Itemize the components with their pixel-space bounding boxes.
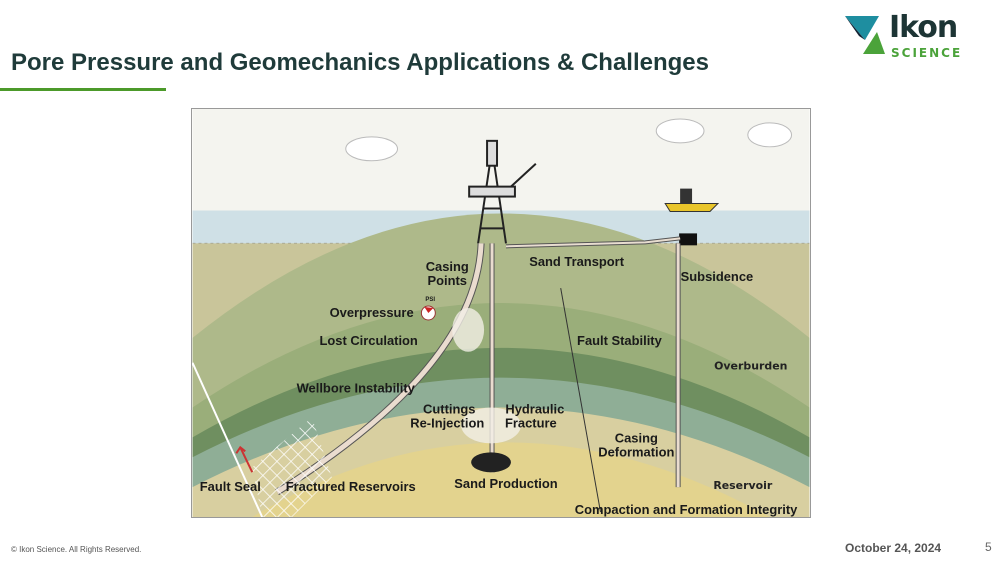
label-overpressure: Overpressure [330, 305, 414, 320]
label-casing-deformation-2: Deformation [598, 444, 674, 459]
label-cuttings-2: Re-Injection [410, 415, 484, 430]
label-hydraulic-2: Fracture [505, 415, 557, 430]
label-casing-deformation-1: Casing [615, 430, 658, 445]
logo-triangle-icon [845, 16, 885, 54]
label-cuttings-1: Cuttings [423, 402, 475, 417]
slide-date: October 24, 2024 [845, 541, 942, 555]
hydraulic-fracture-zone [461, 407, 521, 444]
label-fault-stability: Fault Stability [577, 333, 663, 348]
label-reservoir: Reservoir [713, 479, 773, 492]
fault-seal-arrow-icon [235, 445, 254, 473]
lost-circulation-zone [452, 308, 485, 352]
fault-stability-line [560, 288, 602, 513]
reservoir-layer [252, 442, 770, 517]
label-sand-transport: Sand Transport [529, 254, 624, 269]
label-subsidence: Subsidence [681, 269, 754, 284]
label-hydraulic-1: Hydraulic [505, 402, 564, 417]
label-casing-points-2: Points [428, 273, 468, 288]
logo-sub: SCIENCE [891, 46, 963, 60]
clouds [345, 118, 793, 162]
label-fault-seal: Fault Seal [200, 479, 261, 494]
label-lost-circulation: Lost Circulation [319, 333, 417, 348]
label-overburden: Overburden [714, 360, 787, 373]
page-number: 5 [985, 540, 992, 554]
sand-production-zone [471, 452, 511, 473]
title-underline [0, 88, 166, 91]
label-casing-points-1: Casing [426, 259, 469, 274]
drilling-rig-icon [468, 139, 537, 244]
copyright: © Ikon Science. All Rights Reserved. [11, 545, 142, 554]
label-fractured-reservoirs: Fractured Reservoirs [286, 479, 416, 494]
ship-icon [664, 188, 720, 246]
geomechanics-diagram: PSI Casing Points Sand Transport Subside… [191, 108, 811, 518]
fault-line [192, 362, 264, 517]
label-wellbore-instability: Wellbore Instability [297, 381, 416, 396]
fracture-network [252, 417, 332, 517]
label-sand-production: Sand Production [454, 476, 557, 491]
slide-title: Pore Pressure and Geomechanics Applicati… [11, 49, 710, 76]
ikon-science-logo: Ikon SCIENCE [845, 10, 985, 62]
label-compaction: Compaction and Formation Integrity [575, 502, 798, 517]
logo-word: Ikon [889, 10, 958, 45]
psi-label: PSI [425, 297, 435, 303]
